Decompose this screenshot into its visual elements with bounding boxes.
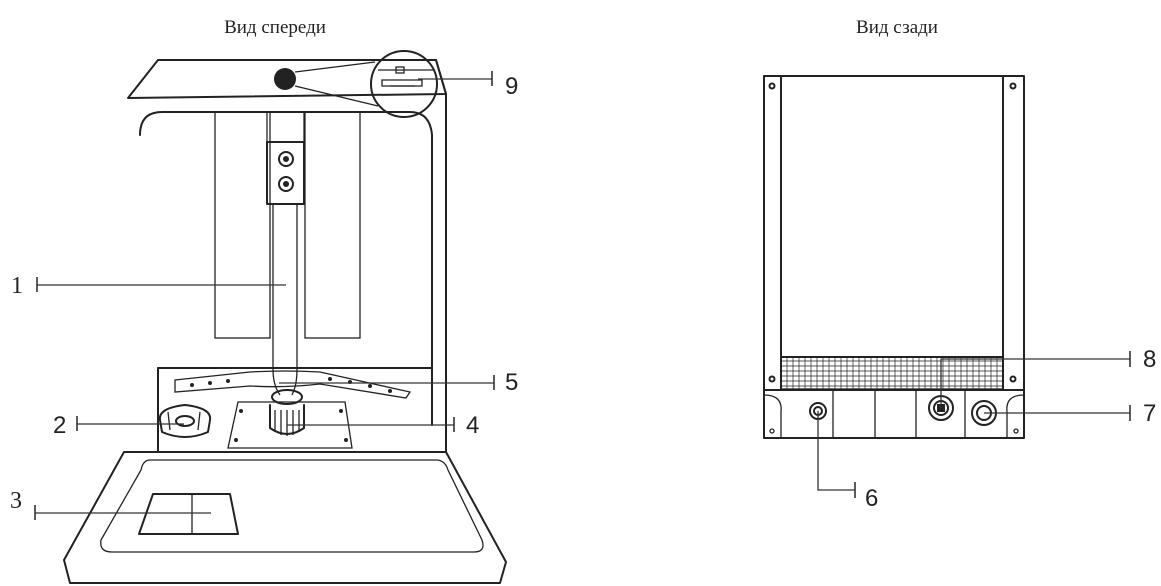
callout-9: 9 (418, 71, 518, 100)
svg-text:1: 1 (11, 273, 23, 299)
detergent-dispenser (138, 493, 239, 535)
svg-text:2: 2 (53, 412, 66, 439)
svg-text:7: 7 (1143, 400, 1156, 427)
salt-container-cap (158, 404, 212, 438)
svg-text:6: 6 (865, 485, 878, 512)
callout-5: 5 (279, 369, 518, 396)
rack-rail-right (304, 111, 361, 339)
callout-1: 1 (11, 273, 286, 299)
callout-3: 3 (10, 488, 211, 520)
callout-2: 2 (53, 412, 184, 439)
front-view: Вид спереди (10, 17, 518, 584)
tub-wall (139, 111, 433, 426)
door-inner-panel (100, 459, 484, 553)
svg-text:3: 3 (10, 488, 22, 514)
callout-6: 6 (817, 411, 878, 512)
vent-grille (780, 356, 1004, 390)
callout-8: 8 (940, 346, 1156, 408)
front-view-title: Вид спереди (224, 17, 326, 38)
back-view-title: Вид сзади (856, 17, 938, 38)
filter-plate (227, 401, 353, 449)
lower-spray-arm (174, 370, 412, 399)
spray-pipe (272, 204, 281, 396)
detail-point (274, 68, 296, 90)
back-view: Вид сзади (763, 17, 1156, 512)
svg-text:8: 8 (1143, 346, 1156, 373)
callout-4: 4 (287, 412, 479, 439)
door (63, 451, 507, 584)
detail-magnifier (370, 50, 438, 118)
svg-text:5: 5 (505, 369, 518, 396)
rack-rail-left (214, 111, 271, 339)
svg-text:9: 9 (505, 73, 518, 100)
back-frame (763, 75, 1025, 439)
svg-text:4: 4 (466, 412, 479, 439)
pipe-mount-bracket (266, 141, 305, 205)
callout-7: 7 (984, 400, 1156, 427)
